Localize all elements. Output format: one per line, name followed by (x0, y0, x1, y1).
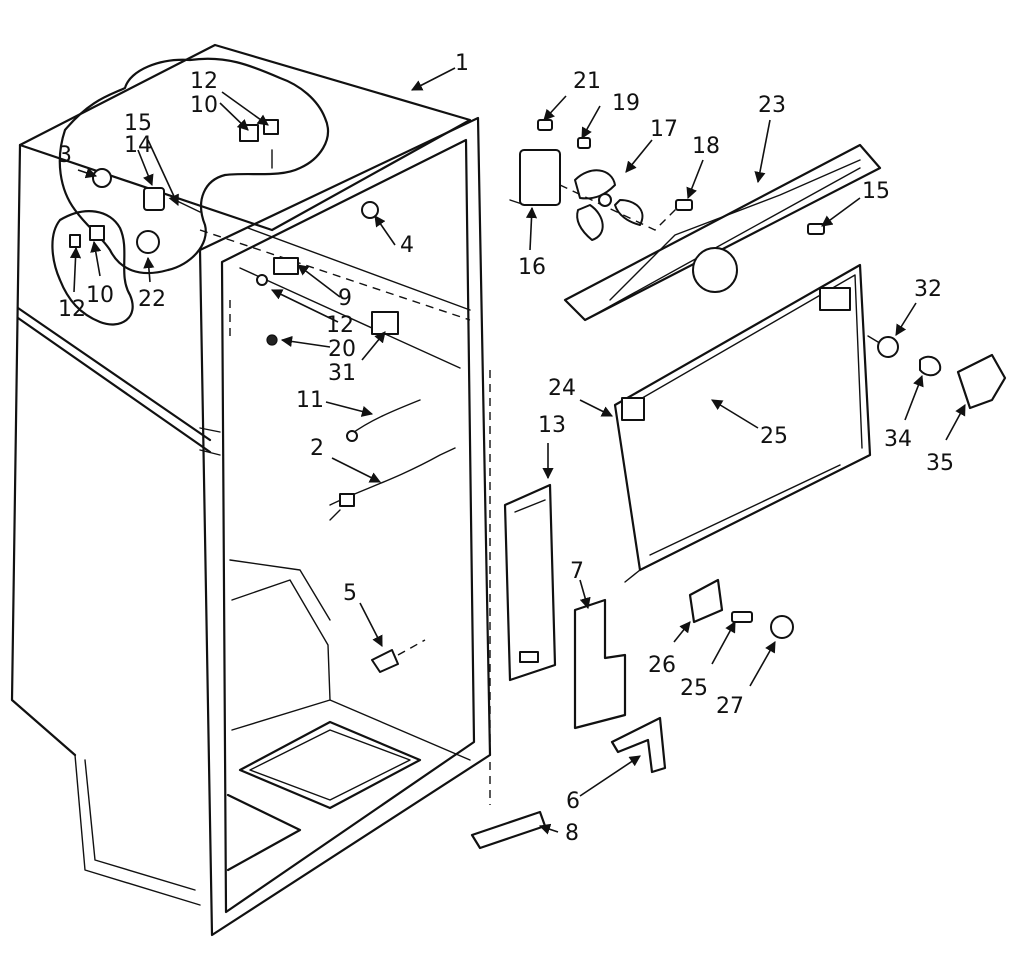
callout-arrows (69, 67, 966, 835)
callout-32: 32 (914, 277, 942, 302)
parts-cabinet (69, 119, 456, 673)
callout-8: 8 (565, 821, 579, 846)
callout-26: 26 (648, 653, 676, 678)
callout-15-right: 15 (862, 179, 890, 204)
callout-10-left: 10 (86, 283, 114, 308)
callout-9: 9 (338, 286, 352, 311)
callout-20: 20 (328, 337, 356, 362)
callout-11: 11 (296, 388, 324, 413)
callout-3: 3 (58, 143, 72, 168)
callout-12-mid: 12 (326, 313, 354, 338)
callout-24: 24 (548, 376, 576, 401)
callout-25-lower: 25 (680, 676, 708, 701)
callout-4: 4 (400, 233, 414, 258)
callout-25-upper: 25 (760, 424, 788, 449)
callout-27: 27 (716, 694, 744, 719)
callout-labels: 1 2 3 4 5 6 7 8 9 10 10 11 12 12 12 13 1… (58, 51, 954, 846)
callout-5: 5 (343, 581, 357, 606)
callout-10-top: 10 (190, 93, 218, 118)
cabinet-shell (10, 43, 492, 937)
parts-right (470, 119, 1007, 850)
cutout-top (58, 57, 330, 275)
callout-1: 1 (455, 51, 469, 76)
callout-19: 19 (612, 91, 640, 116)
callout-12-left: 12 (58, 297, 86, 322)
callout-6: 6 (566, 789, 580, 814)
callout-35: 35 (926, 451, 954, 476)
callout-34: 34 (884, 427, 912, 452)
callout-31: 31 (328, 361, 356, 386)
callout-17: 17 (650, 117, 678, 142)
callout-23: 23 (758, 93, 786, 118)
cutout-left (51, 210, 134, 326)
callout-15-left: 15 (124, 111, 152, 136)
callout-7: 7 (570, 559, 584, 584)
callout-22: 22 (138, 287, 166, 312)
callout-2: 2 (310, 436, 324, 461)
callout-18: 18 (692, 134, 720, 159)
callout-12-top: 12 (190, 69, 218, 94)
callout-16: 16 (518, 255, 546, 280)
callout-21: 21 (573, 69, 601, 94)
callout-14: 14 (124, 133, 152, 158)
callout-13: 13 (538, 413, 566, 438)
